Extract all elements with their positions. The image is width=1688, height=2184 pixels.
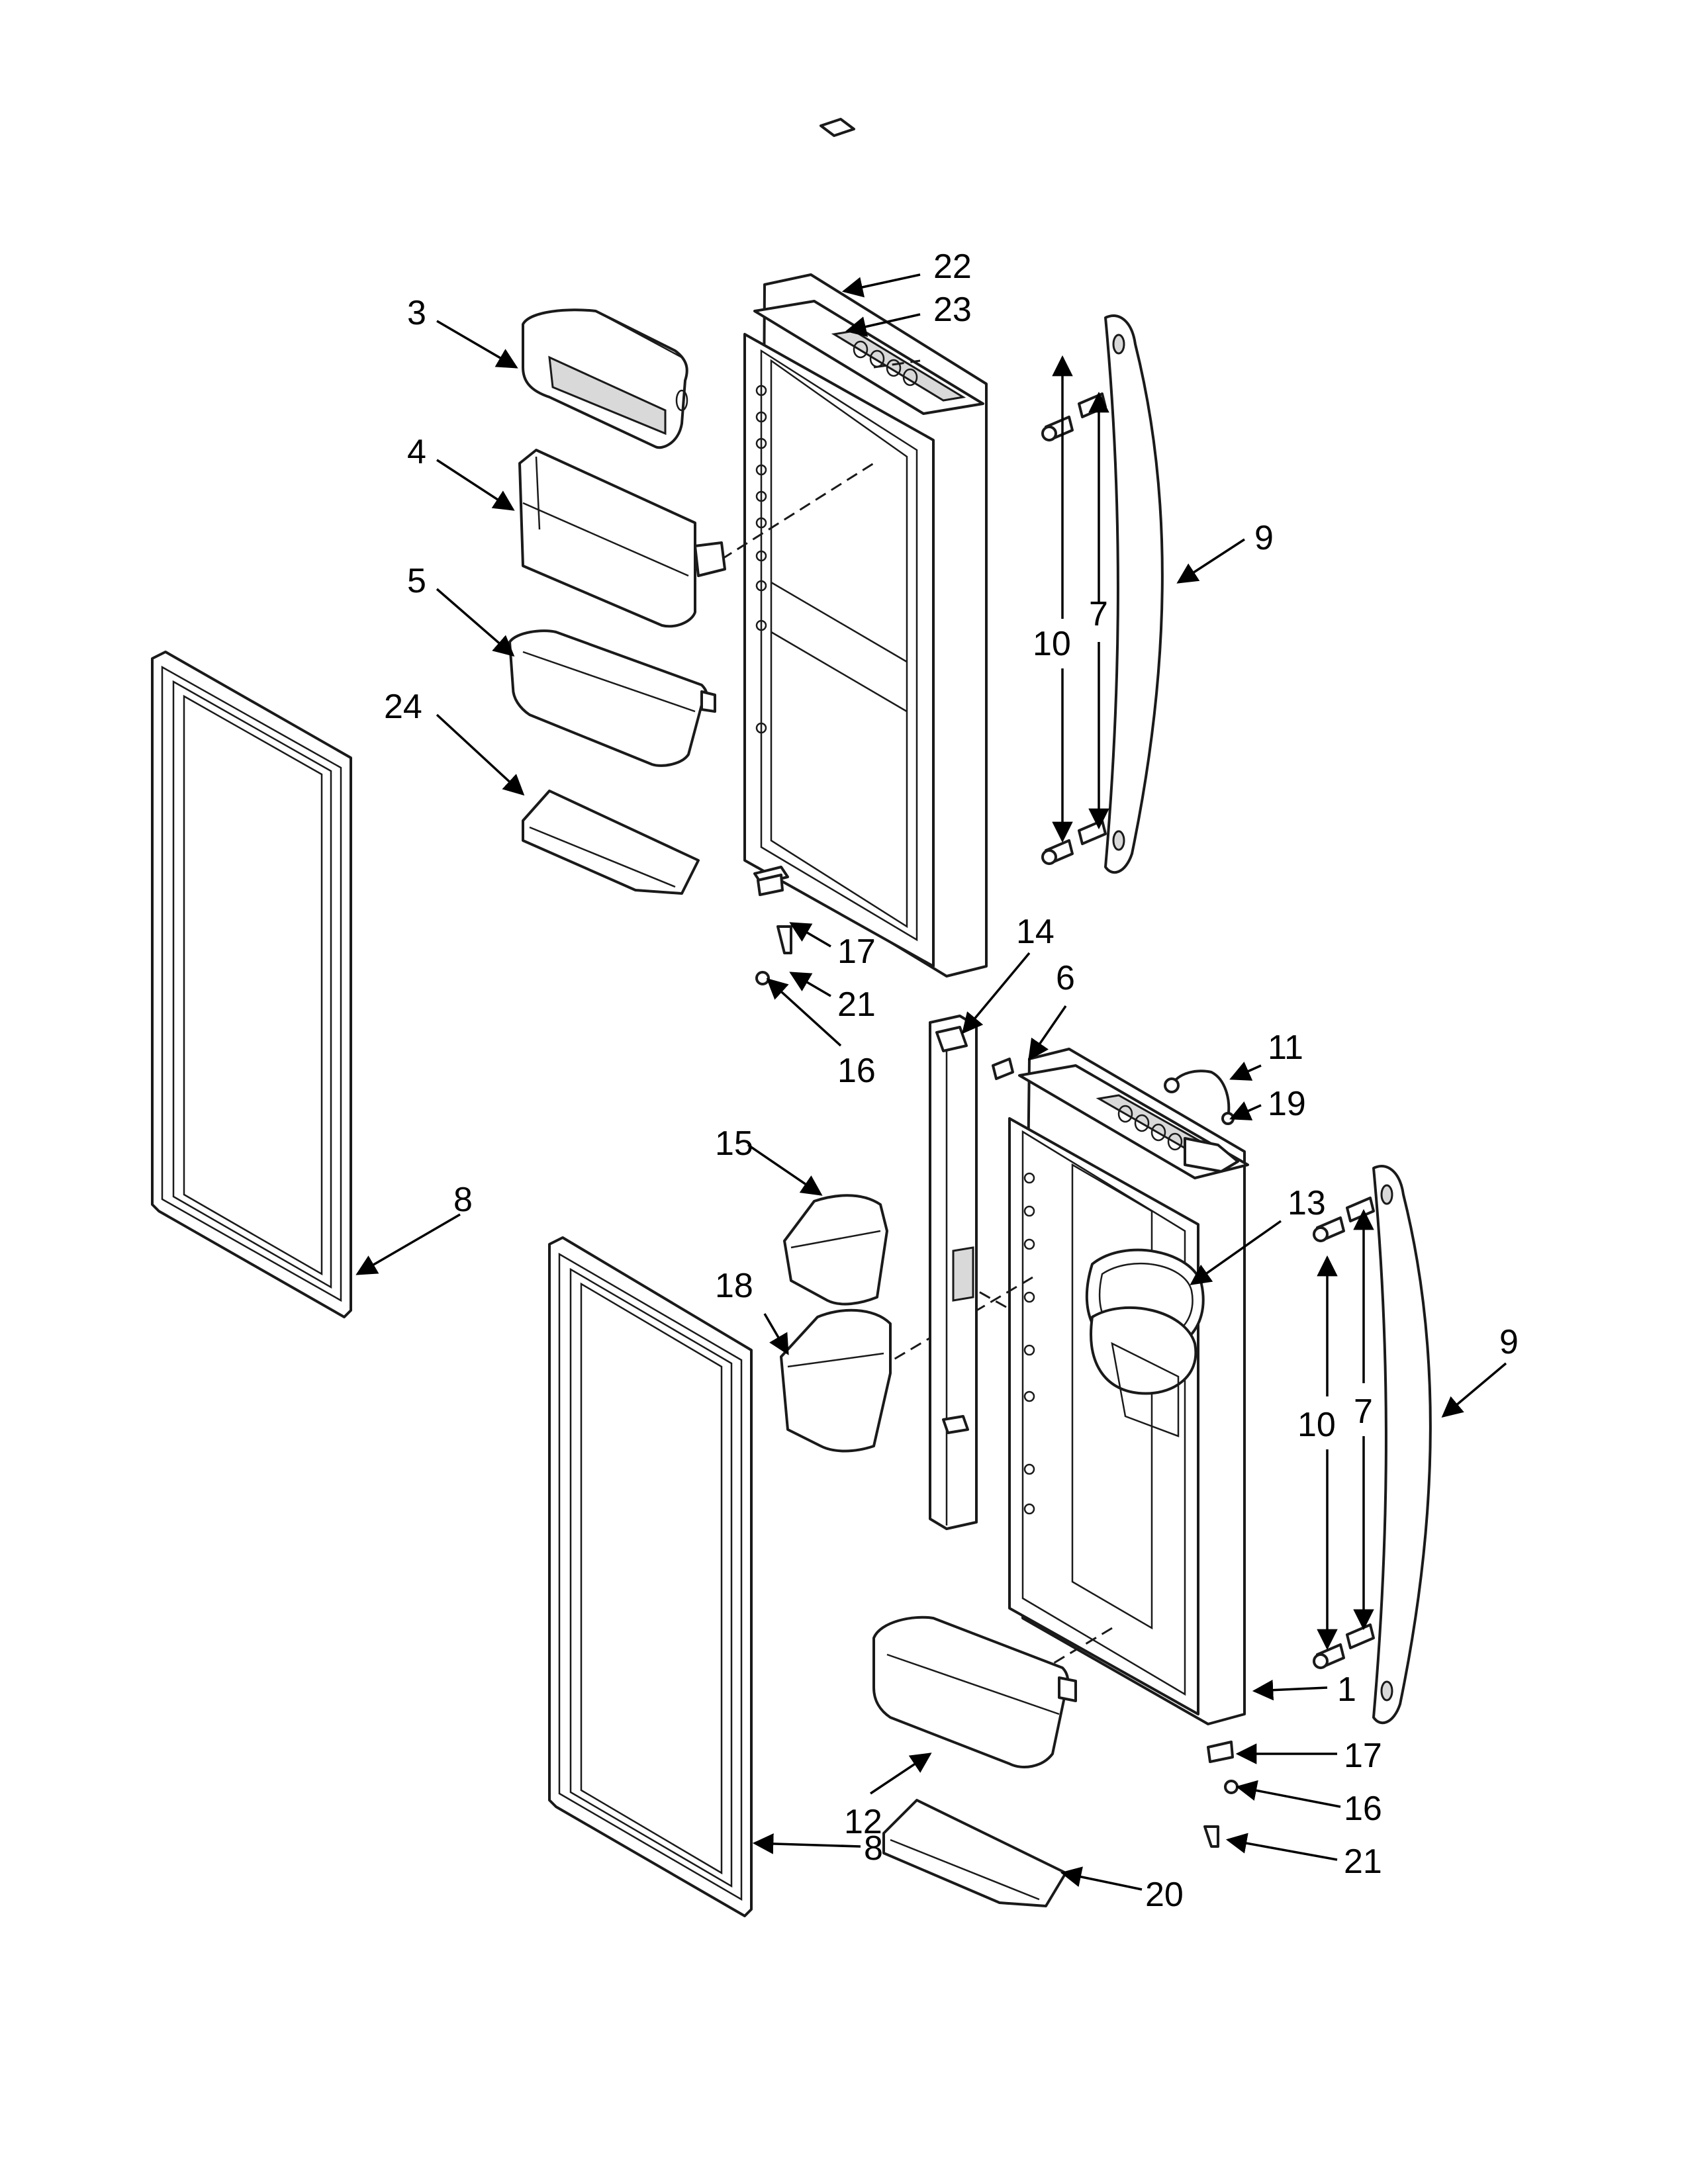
callout-8-left: 8 <box>453 1181 473 1219</box>
door-handle-lower <box>1372 1164 1432 1725</box>
callout-23: 23 <box>933 291 972 329</box>
callout-21-upper: 21 <box>837 985 876 1024</box>
callout-labels: 22 23 3 4 5 24 9 10 7 17 21 16 14 6 11 1… <box>384 248 1519 1914</box>
door-handle-upper <box>1104 314 1164 874</box>
callout-16-upper: 16 <box>837 1052 876 1090</box>
leader-lines <box>355 273 1507 1891</box>
callout-21-lower: 21 <box>1344 1843 1382 1881</box>
dispenser-housing <box>1085 1248 1205 1437</box>
callout-17-lower: 17 <box>1344 1737 1382 1775</box>
callout-24: 24 <box>384 688 422 726</box>
callout-8-center: 8 <box>864 1829 883 1868</box>
callout-22: 22 <box>933 248 972 286</box>
callout-11: 11 <box>1268 1028 1303 1067</box>
callout-10-upper: 10 <box>1033 625 1071 663</box>
callout-12: 12 <box>844 1803 882 1841</box>
door-bin-15 <box>783 1194 888 1306</box>
callout-13: 13 <box>1288 1184 1326 1222</box>
callout-6: 6 <box>1056 959 1075 997</box>
callout-4: 4 <box>407 433 426 471</box>
callout-7-upper: 7 <box>1089 595 1108 633</box>
door-tray-upper <box>522 790 700 895</box>
callout-3: 3 <box>407 294 426 332</box>
door-tray-lower <box>882 1799 1067 1907</box>
callout-9-lower: 9 <box>1499 1323 1519 1361</box>
callout-19: 19 <box>1268 1085 1306 1123</box>
callout-5: 5 <box>407 562 426 600</box>
door-bin-lower <box>872 1615 1077 1768</box>
dairy-bin <box>518 449 726 628</box>
callout-14: 14 <box>1016 913 1055 951</box>
callout-9-upper: 9 <box>1254 519 1274 557</box>
callout-16-lower: 16 <box>1344 1790 1382 1828</box>
door-bin-small <box>508 629 716 767</box>
mullion-strip <box>929 1015 978 1530</box>
callout-20: 20 <box>1145 1876 1184 1914</box>
dairy-door-cover <box>522 308 688 449</box>
callout-18: 18 <box>715 1267 753 1305</box>
callout-17-upper: 17 <box>837 933 876 971</box>
callout-7-lower: 7 <box>1354 1392 1373 1431</box>
callout-15: 15 <box>715 1124 753 1163</box>
callout-10-lower: 10 <box>1297 1406 1336 1444</box>
callout-1: 1 <box>1337 1670 1356 1709</box>
door-gasket-center <box>548 1236 753 1917</box>
door-liner-upper <box>721 273 988 978</box>
door-gasket-left <box>151 651 352 1318</box>
door-bin-18 <box>780 1308 892 1453</box>
